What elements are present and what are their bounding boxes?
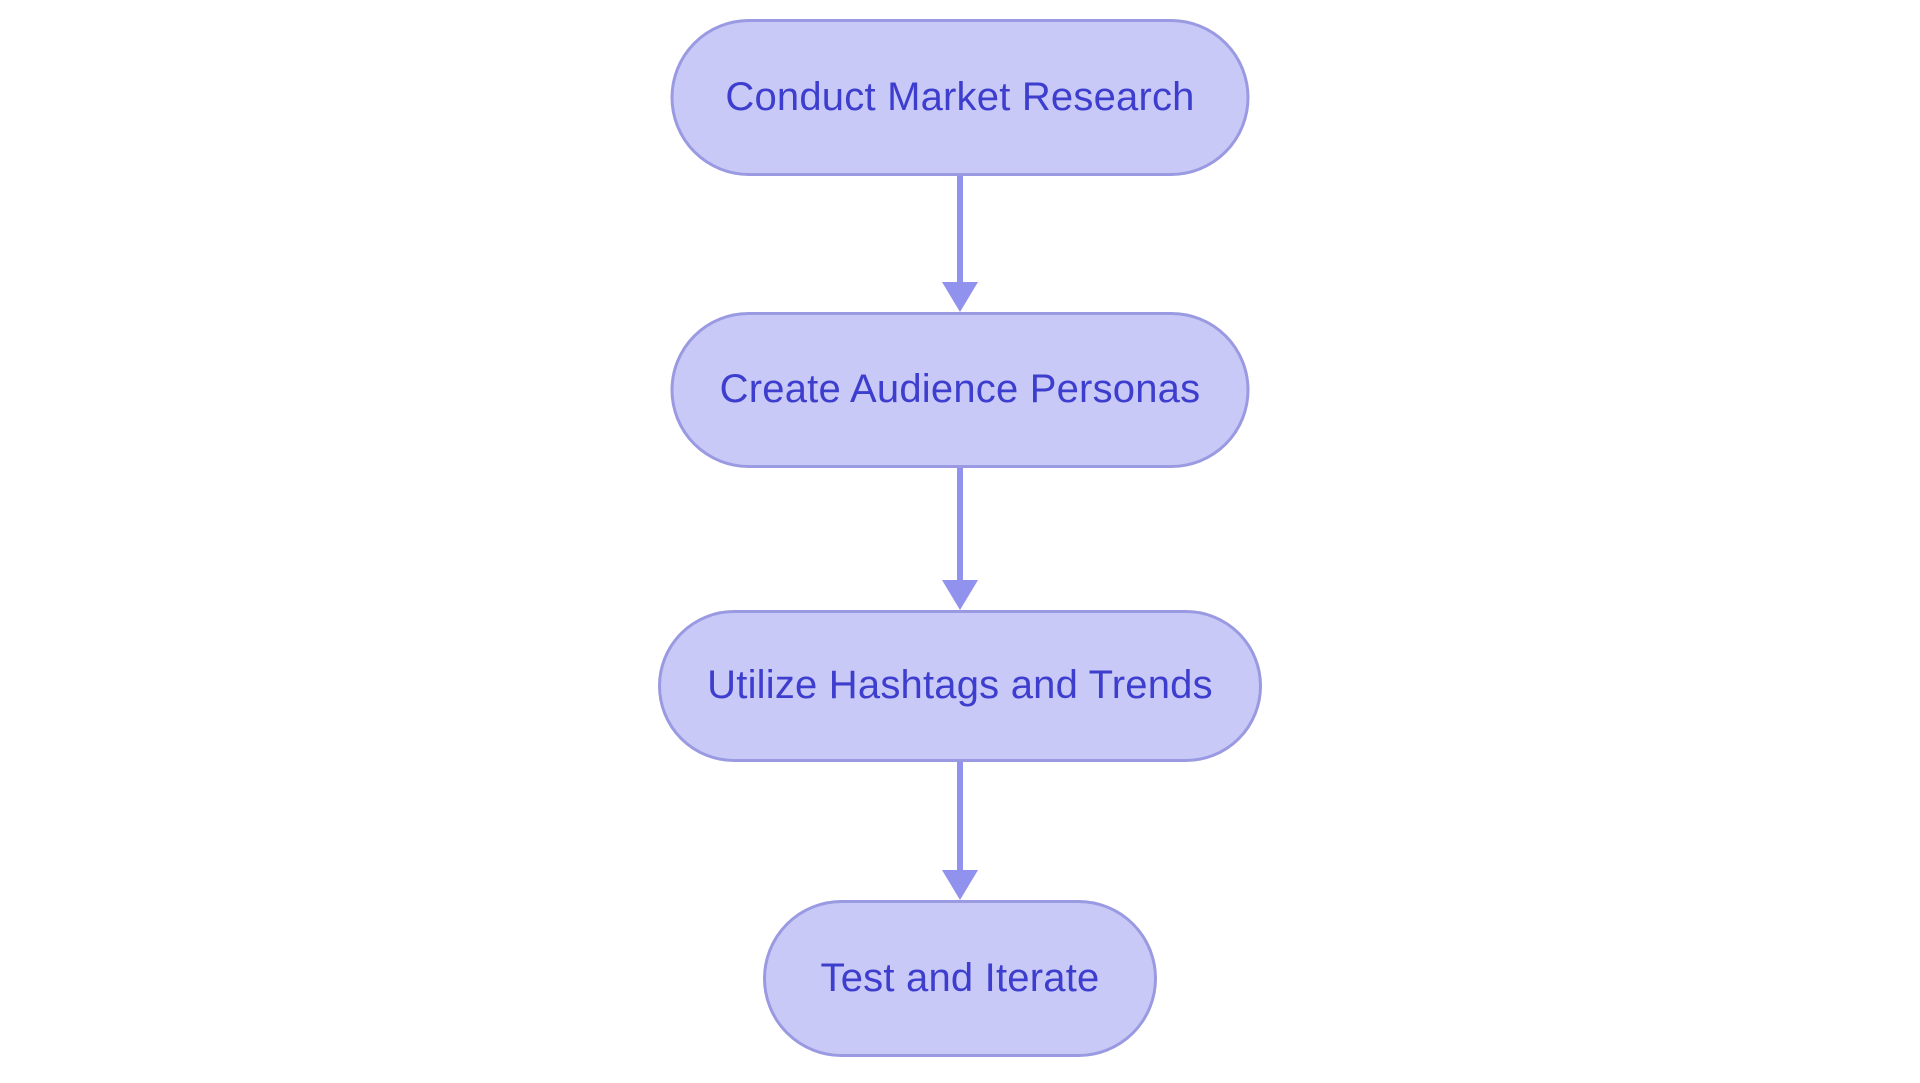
arrow-down-icon	[942, 870, 978, 900]
arrow-line	[957, 468, 963, 580]
flow-node-test-and-iterate: Test and Iterate	[763, 900, 1157, 1057]
flow-node-label: Conduct Market Research	[725, 74, 1195, 119]
flow-arrow-3	[942, 762, 978, 900]
arrow-line	[957, 762, 963, 870]
flow-node-utilize-hashtags-and-trends: Utilize Hashtags and Trends	[658, 610, 1262, 762]
arrow-down-icon	[942, 580, 978, 610]
flow-arrow-1	[942, 176, 978, 312]
arrow-line	[957, 176, 963, 282]
flow-node-label: Test and Iterate	[820, 955, 1100, 1000]
flow-node-create-audience-personas: Create Audience Personas	[670, 312, 1250, 468]
flow-arrow-2	[942, 468, 978, 610]
flow-node-conduct-market-research: Conduct Market Research	[670, 19, 1250, 176]
flow-node-label: Create Audience Personas	[719, 367, 1201, 411]
flow-node-label: Utilize Hashtags and Trends	[707, 663, 1213, 707]
arrow-down-icon	[942, 282, 978, 312]
